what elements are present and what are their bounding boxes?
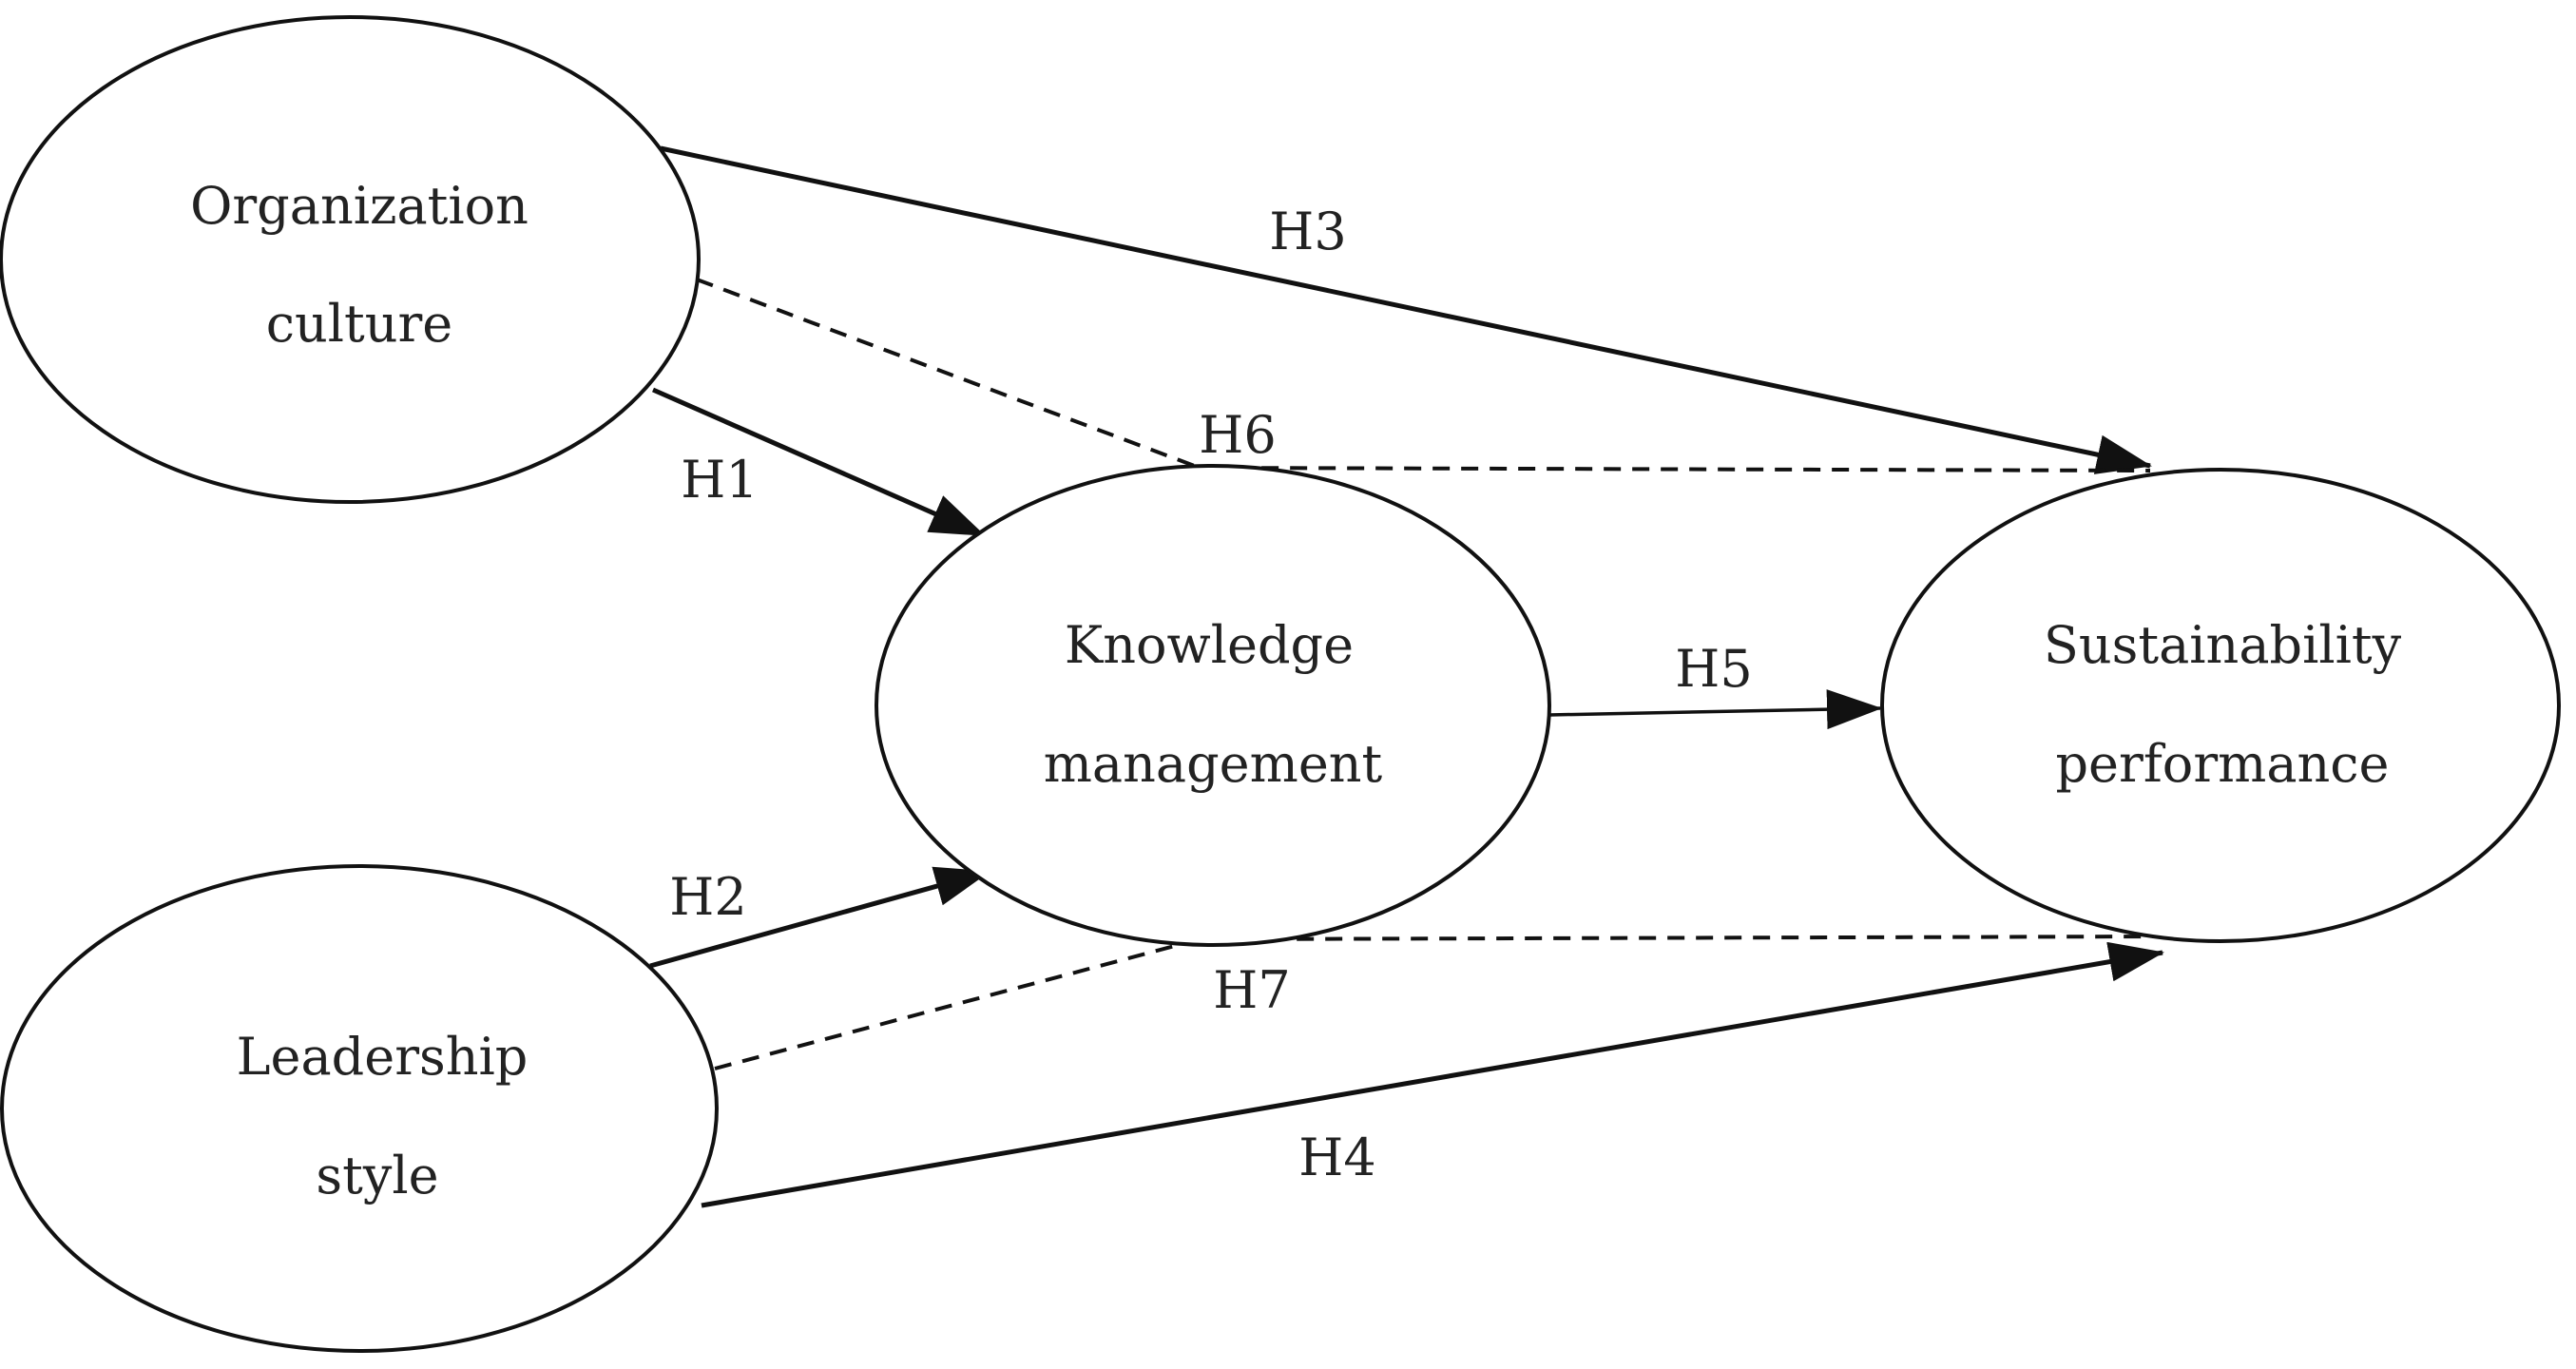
node-leadership-style-line2: style — [316, 1146, 438, 1205]
node-knowledge-management-line1: Knowledge — [1065, 615, 1354, 675]
edge-label-h3: H3 — [1269, 202, 1346, 261]
edge-label-h4: H4 — [1298, 1128, 1375, 1187]
edge-label-h2: H2 — [669, 867, 746, 927]
edge-label-h6: H6 — [1199, 405, 1276, 465]
node-sustainability-performance-line1: Sustainability — [2044, 615, 2402, 675]
edge-h6 — [696, 278, 2151, 472]
node-sustainability-performance-line2: performance — [2055, 734, 2389, 794]
edge-h3 — [660, 145, 2152, 474]
node-leadership-style-line1: Leadership — [237, 1027, 529, 1087]
node-knowledge-management: Knowledge management — [875, 464, 1551, 947]
edge-label-h5: H5 — [1675, 639, 1752, 699]
node-leadership-style: Leadership style — [0, 864, 719, 1353]
node-organization-culture-line2: culture — [266, 294, 453, 354]
node-knowledge-management-line2: management — [1044, 734, 1383, 794]
edge-label-h1: H1 — [681, 450, 758, 510]
edge-h2 — [649, 866, 990, 969]
edge-h7 — [714, 935, 2163, 1070]
edge-label-h7: H7 — [1213, 960, 1290, 1020]
edge-h5 — [1548, 689, 1882, 730]
edge-h1 — [651, 387, 986, 538]
node-organization-culture: Organization culture — [0, 15, 701, 504]
edge-h4 — [701, 941, 2164, 1208]
node-organization-culture-line1: Organization — [190, 176, 529, 236]
node-sustainability-performance: Sustainability performance — [1880, 468, 2561, 943]
